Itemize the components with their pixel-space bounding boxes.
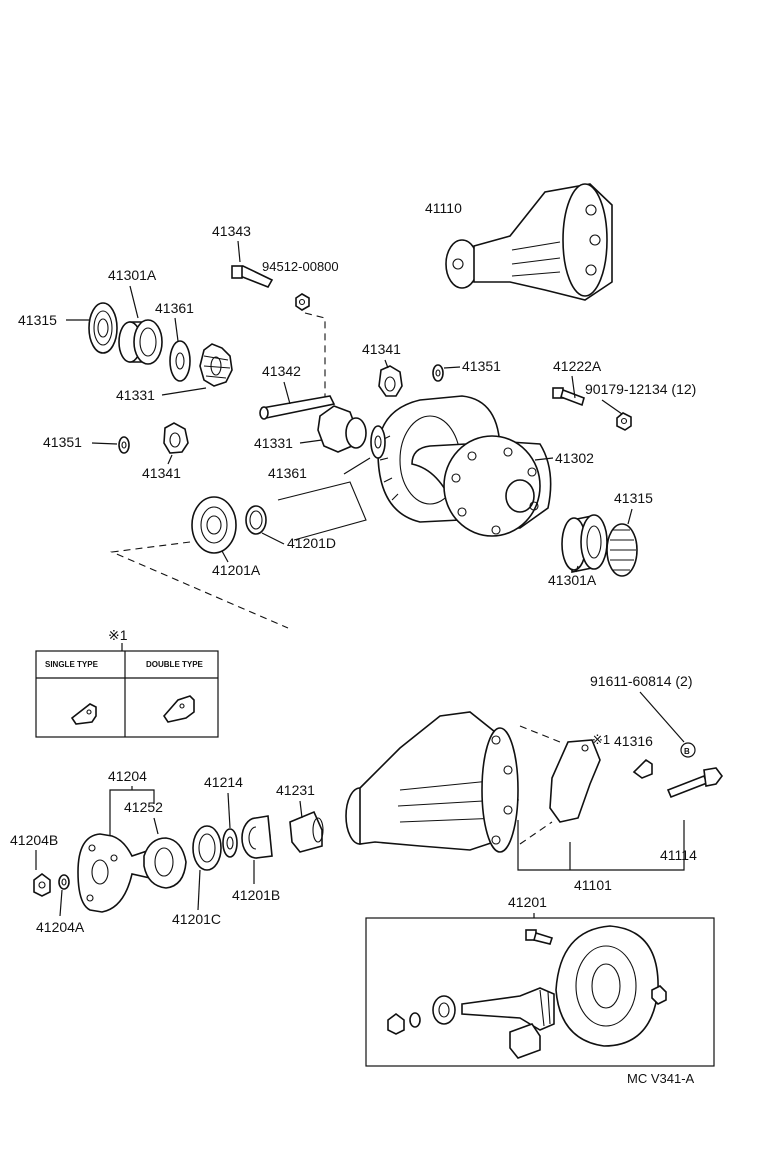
nut-41204B: [33, 873, 51, 897]
kit-bolt: [525, 929, 554, 945]
pinion-gear-41341-top: [378, 365, 403, 397]
label-41351-left: 41351: [43, 434, 82, 450]
label-41301A-right: 41301A: [548, 572, 597, 588]
label-41222A: 41222A: [553, 358, 602, 374]
carrier-assembly-41110: [445, 183, 613, 301]
note-table: [35, 650, 219, 738]
bearing-41201C: [192, 825, 222, 871]
label-41315-right: 41315: [614, 490, 653, 506]
label-41201C: 41201C: [172, 911, 221, 927]
label-41201: 41201: [508, 894, 547, 910]
nut-90179-12134: [616, 412, 632, 431]
note-col-double: DOUBLE TYPE: [146, 660, 204, 669]
label-41201B: 41201B: [232, 887, 280, 903]
label-41361-mid: 41361: [268, 465, 307, 481]
note-marker: ※1: [108, 627, 128, 643]
bearing-41201A: [191, 496, 237, 554]
side-gear-41331-mid: [317, 405, 367, 453]
label-41204A: 41204A: [36, 919, 85, 935]
bolt-marker-label: B: [684, 747, 690, 756]
label-41214: 41214: [204, 774, 243, 790]
bolt-41114: [666, 767, 723, 799]
kit-spacer: [509, 1023, 541, 1059]
label-41301A-left: 41301A: [108, 267, 157, 283]
bolt-41222A: [552, 387, 585, 407]
label-41316: 41316: [614, 733, 653, 749]
thrust-washer-41361-mid: [370, 425, 386, 459]
kit-washer: [409, 1012, 421, 1028]
side-bearing-41315-left: [88, 302, 118, 354]
label-41361-top: 41361: [155, 300, 194, 316]
label-41110: 41110: [425, 200, 462, 216]
bearing-race-41301A-right: [561, 514, 608, 573]
kit-box-41201: [365, 917, 715, 1067]
label-41101: 41101: [574, 877, 612, 893]
pinion-gear-41341-left: [163, 422, 189, 454]
differential-case-41302: [411, 435, 552, 537]
label-41114: 41114: [660, 847, 697, 863]
label-41341-top: 41341: [362, 341, 401, 357]
kit-ring-gear: [555, 925, 659, 1047]
lock-plate-41316: [632, 758, 653, 779]
nut-94512-00800: [295, 293, 310, 311]
kit-drive-pinion: [461, 987, 555, 1031]
washer-41351-top: [432, 364, 444, 382]
bolt-marker: [680, 742, 696, 758]
label-41231: 41231: [276, 782, 315, 798]
note-col-single: SINGLE TYPE: [45, 660, 99, 669]
label-41302: 41302: [555, 450, 594, 466]
label-41351-top: 41351: [462, 358, 501, 374]
label-41343: 41343: [212, 223, 251, 239]
label-41331-mid: 41331: [254, 435, 293, 451]
label-41252: 41252: [124, 799, 163, 815]
label-94512-00800: 94512-00800: [262, 259, 339, 274]
thrust-washer-41361-top: [169, 340, 191, 382]
dust-deflector-41252: [143, 837, 187, 889]
label-90179-12134: 90179-12134 (12): [585, 381, 696, 397]
label-41341-left: 41341: [142, 465, 181, 481]
companion-flange: [77, 833, 151, 913]
kit-nut-left: [387, 1013, 405, 1035]
spacer-41231: [289, 810, 324, 853]
label-41315-left: 41315: [18, 312, 57, 328]
diagram-code: MC V341-A: [627, 1071, 695, 1086]
washer-41351-left: [118, 436, 130, 454]
bearing-cap: [549, 739, 601, 823]
pinion-shaft-41342: [259, 395, 336, 420]
label-41201A: 41201A: [212, 562, 261, 578]
side-gear-41331-top: [199, 343, 233, 387]
pin-41343: [231, 265, 274, 288]
oil-seal-41214: [222, 828, 238, 858]
kit-nut-right: [651, 985, 667, 1005]
carrier-housing-41101: [345, 711, 519, 853]
label-41201D: 41201D: [287, 535, 336, 551]
washer-41204A: [58, 874, 70, 890]
bearing-race-41301A-left: [118, 319, 163, 365]
side-bearing-41315-right: [606, 523, 638, 577]
shim-41201D: [245, 505, 267, 535]
bearing-41201B: [241, 815, 273, 859]
label-41204B: 41204B: [10, 832, 58, 848]
kit-bearing: [432, 995, 456, 1025]
note-marker-ref: ※1: [592, 732, 610, 747]
label-91611-60814: 91611-60814 (2): [590, 673, 692, 689]
label-41331-top: 41331: [116, 387, 155, 403]
label-41342: 41342: [262, 363, 301, 379]
label-41204: 41204: [108, 768, 147, 784]
